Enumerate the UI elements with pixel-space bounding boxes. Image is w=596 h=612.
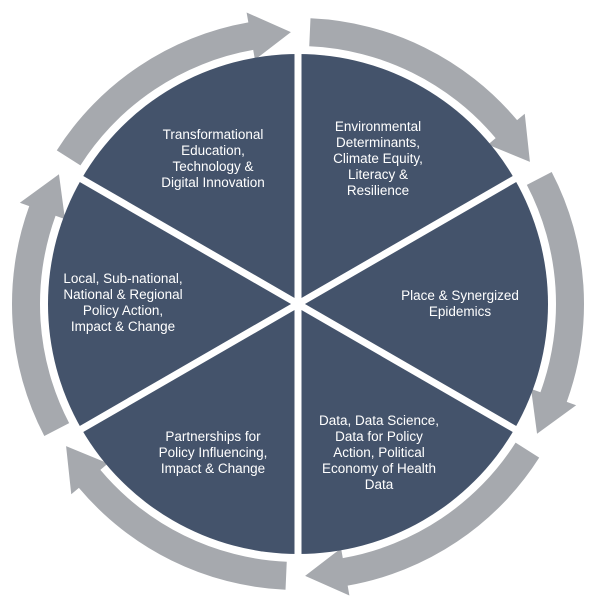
segment-label-place: Place & Synergized Epidemics — [401, 288, 519, 319]
cycle-arrows — [11, 12, 585, 596]
cycle-arrow-place — [526, 171, 585, 434]
segment-label-policy: Local, Sub-national, National & Regional… — [63, 271, 183, 334]
cycle-segments — [47, 54, 549, 554]
cycle-arrow-education — [56, 12, 291, 166]
segment-partnerships — [81, 304, 299, 554]
segment-label-education: Transformational Education, Technology &… — [161, 127, 265, 190]
segment-divider — [296, 174, 518, 308]
segment-label-environment: Environmental Determinants, Climate Equi… — [333, 119, 423, 198]
segment-data — [298, 304, 515, 554]
segment-label-data: Data, Data Science, Data for Policy Acti… — [318, 413, 440, 492]
segment-divider — [78, 300, 300, 434]
segment-label-partnerships: Partnerships for Policy Influencing, Imp… — [158, 429, 268, 476]
segment-divider — [296, 300, 518, 434]
cycle-arrow-policy — [11, 174, 70, 437]
cycle-arrow-environment — [309, 18, 530, 162]
segment-environment — [298, 54, 515, 304]
cycle-arrow-data — [305, 442, 540, 596]
cycle-arrow-partnerships — [66, 446, 287, 590]
segment-divider — [78, 174, 300, 308]
segment-place — [298, 179, 549, 429]
segment-dividers — [78, 52, 518, 556]
segment-education — [81, 54, 299, 304]
segment-policy — [47, 179, 299, 429]
